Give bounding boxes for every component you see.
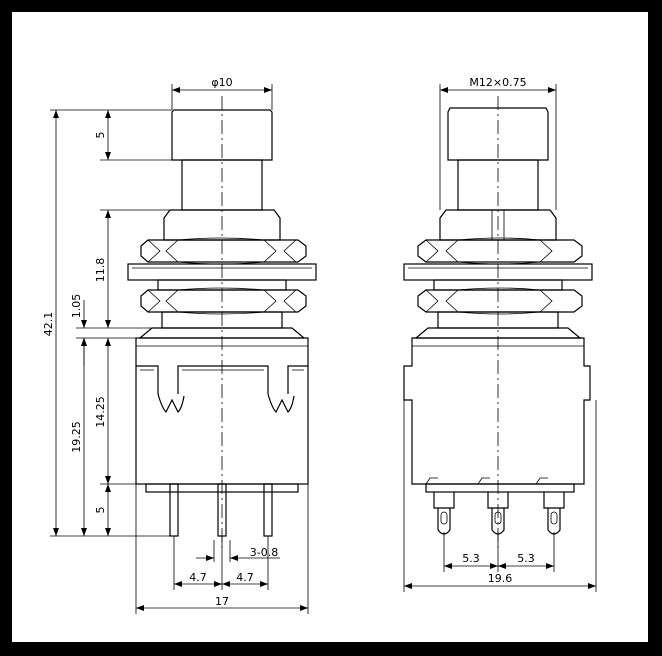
dim-side-pitch-left: 5.3 (462, 552, 480, 565)
dim-thread: M12×0.75 (469, 76, 526, 89)
side-view (403, 96, 593, 548)
front-nut-top (140, 239, 307, 263)
side-nut-bottom (417, 289, 583, 313)
dim-pin-pitch-right: 4.7 (236, 571, 254, 584)
dimension-lines (50, 84, 597, 614)
dimension-labels: φ10 M12×0.75 5 42.1 11.8 1.05 14.25 19.2… (42, 76, 535, 608)
dim-body-height: 14.25 (94, 396, 107, 428)
dim-cap-diameter: φ10 (211, 76, 232, 89)
dim-body-width: 17 (215, 595, 229, 608)
dim-pin-length: 5 (94, 507, 107, 514)
dim-cap-height: 5 (94, 132, 107, 139)
front-nut-bottom (140, 289, 307, 313)
dim-side-pitch-right: 5.3 (517, 552, 535, 565)
side-cap (447, 107, 549, 161)
dim-bushing-height: 11.8 (94, 258, 107, 283)
dim-side-width: 19.6 (488, 572, 513, 585)
side-body (403, 337, 591, 485)
dim-flange-thickness: 1.05 (70, 294, 83, 319)
technical-drawing: φ10 M12×0.75 5 42.1 11.8 1.05 14.25 19.2… (42, 76, 597, 614)
side-nut-top (417, 239, 583, 263)
dim-pin-pitch-left: 4.7 (189, 571, 207, 584)
drawing-sheet: φ10 M12×0.75 5 42.1 11.8 1.05 14.25 19.2… (12, 12, 648, 642)
dim-total-height: 42.1 (42, 312, 55, 337)
front-view (127, 96, 317, 548)
dim-body-plus-pins: 19.25 (70, 421, 83, 453)
dim-pin-width: 3-0.8 (250, 546, 278, 559)
